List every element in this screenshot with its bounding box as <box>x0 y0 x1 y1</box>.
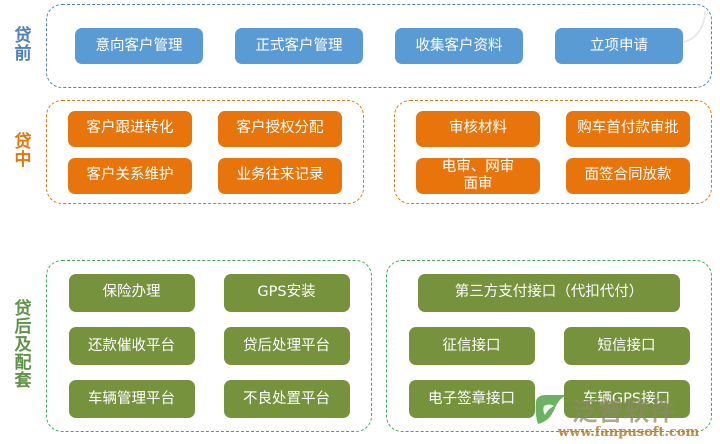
node-review-materials[interactable]: 审核材料 <box>416 110 540 147</box>
node-bad-debt-disposal-platform[interactable]: 不良处置平台 <box>223 380 350 419</box>
node-insurance-processing[interactable]: 保险办理 <box>68 273 195 312</box>
panel-post-loan-right: 第三方支付接口（代扣代付） 征信接口 短信接口 电子签章接口 车辆GPS接口 <box>386 260 712 432</box>
node-e-signature-interface[interactable]: 电子签章接口 <box>408 380 535 419</box>
node-repayment-collection-platform[interactable]: 还款催收平台 <box>68 326 195 365</box>
node-post-loan-processing-platform[interactable]: 贷后处理平台 <box>223 326 350 365</box>
node-collect-customer-info[interactable]: 收集客户资料 <box>395 28 523 64</box>
stage-row-in-loan: 贷中 客户跟进转化 客户授权分配 客户关系维护 业务往来记录 审核材料 购车首付… <box>0 100 720 204</box>
node-customer-authorization-allocation[interactable]: 客户授权分配 <box>218 110 342 147</box>
node-intent-customer-management[interactable]: 意向客户管理 <box>75 28 203 64</box>
node-customer-followup-conversion[interactable]: 客户跟进转化 <box>68 110 192 147</box>
stage-label-in-loan-text: 贷中 <box>14 132 32 170</box>
node-phone-online-face-review[interactable]: 电审、网审 面审 <box>416 157 540 194</box>
stage-label-in-loan: 贷中 <box>0 100 46 204</box>
stage-label-post-loan: 贷后及配套 <box>0 260 46 432</box>
panel-post-loan-left: 保险办理 GPS安装 还款催收平台 贷后处理平台 车辆管理平台 不良处置平台 <box>46 260 372 432</box>
node-down-payment-approval[interactable]: 购车首付款审批 <box>566 110 690 147</box>
node-customer-relationship-maintenance[interactable]: 客户关系维护 <box>68 157 192 194</box>
node-formal-customer-management[interactable]: 正式客户管理 <box>235 28 363 64</box>
node-vehicle-gps-interface[interactable]: 车辆GPS接口 <box>563 380 690 419</box>
stage-label-post-loan-text: 贷后及配套 <box>14 299 32 391</box>
stage-label-pre-loan-text: 贷前 <box>14 26 32 64</box>
node-third-party-payment-interface[interactable]: 第三方支付接口（代扣代付） <box>418 273 680 312</box>
stage-row-pre-loan: 贷前 意向客户管理 正式客户管理 收集客户资料 立项申请 <box>0 4 720 88</box>
node-sms-interface[interactable]: 短信接口 <box>563 326 690 365</box>
node-gps-installation[interactable]: GPS安装 <box>223 273 350 312</box>
panel-in-loan-left: 客户跟进转化 客户授权分配 客户关系维护 业务往来记录 <box>46 100 364 204</box>
node-vehicle-management-platform[interactable]: 车辆管理平台 <box>68 380 195 419</box>
panel-pre-loan: 意向客户管理 正式客户管理 收集客户资料 立项申请 <box>46 4 712 88</box>
panel-in-loan-right: 审核材料 购车首付款审批 电审、网审 面审 面签合同放款 <box>394 100 712 204</box>
stage-label-pre-loan: 贷前 <box>0 4 46 88</box>
node-face-sign-contract-disbursement[interactable]: 面签合同放款 <box>566 157 690 194</box>
node-business-transaction-record[interactable]: 业务往来记录 <box>218 157 342 194</box>
node-project-application[interactable]: 立项申请 <box>555 28 683 64</box>
stage-row-post-loan: 贷后及配套 保险办理 GPS安装 还款催收平台 贷后处理平台 车辆管理平台 不良… <box>0 260 720 432</box>
node-credit-report-interface[interactable]: 征信接口 <box>408 326 535 365</box>
